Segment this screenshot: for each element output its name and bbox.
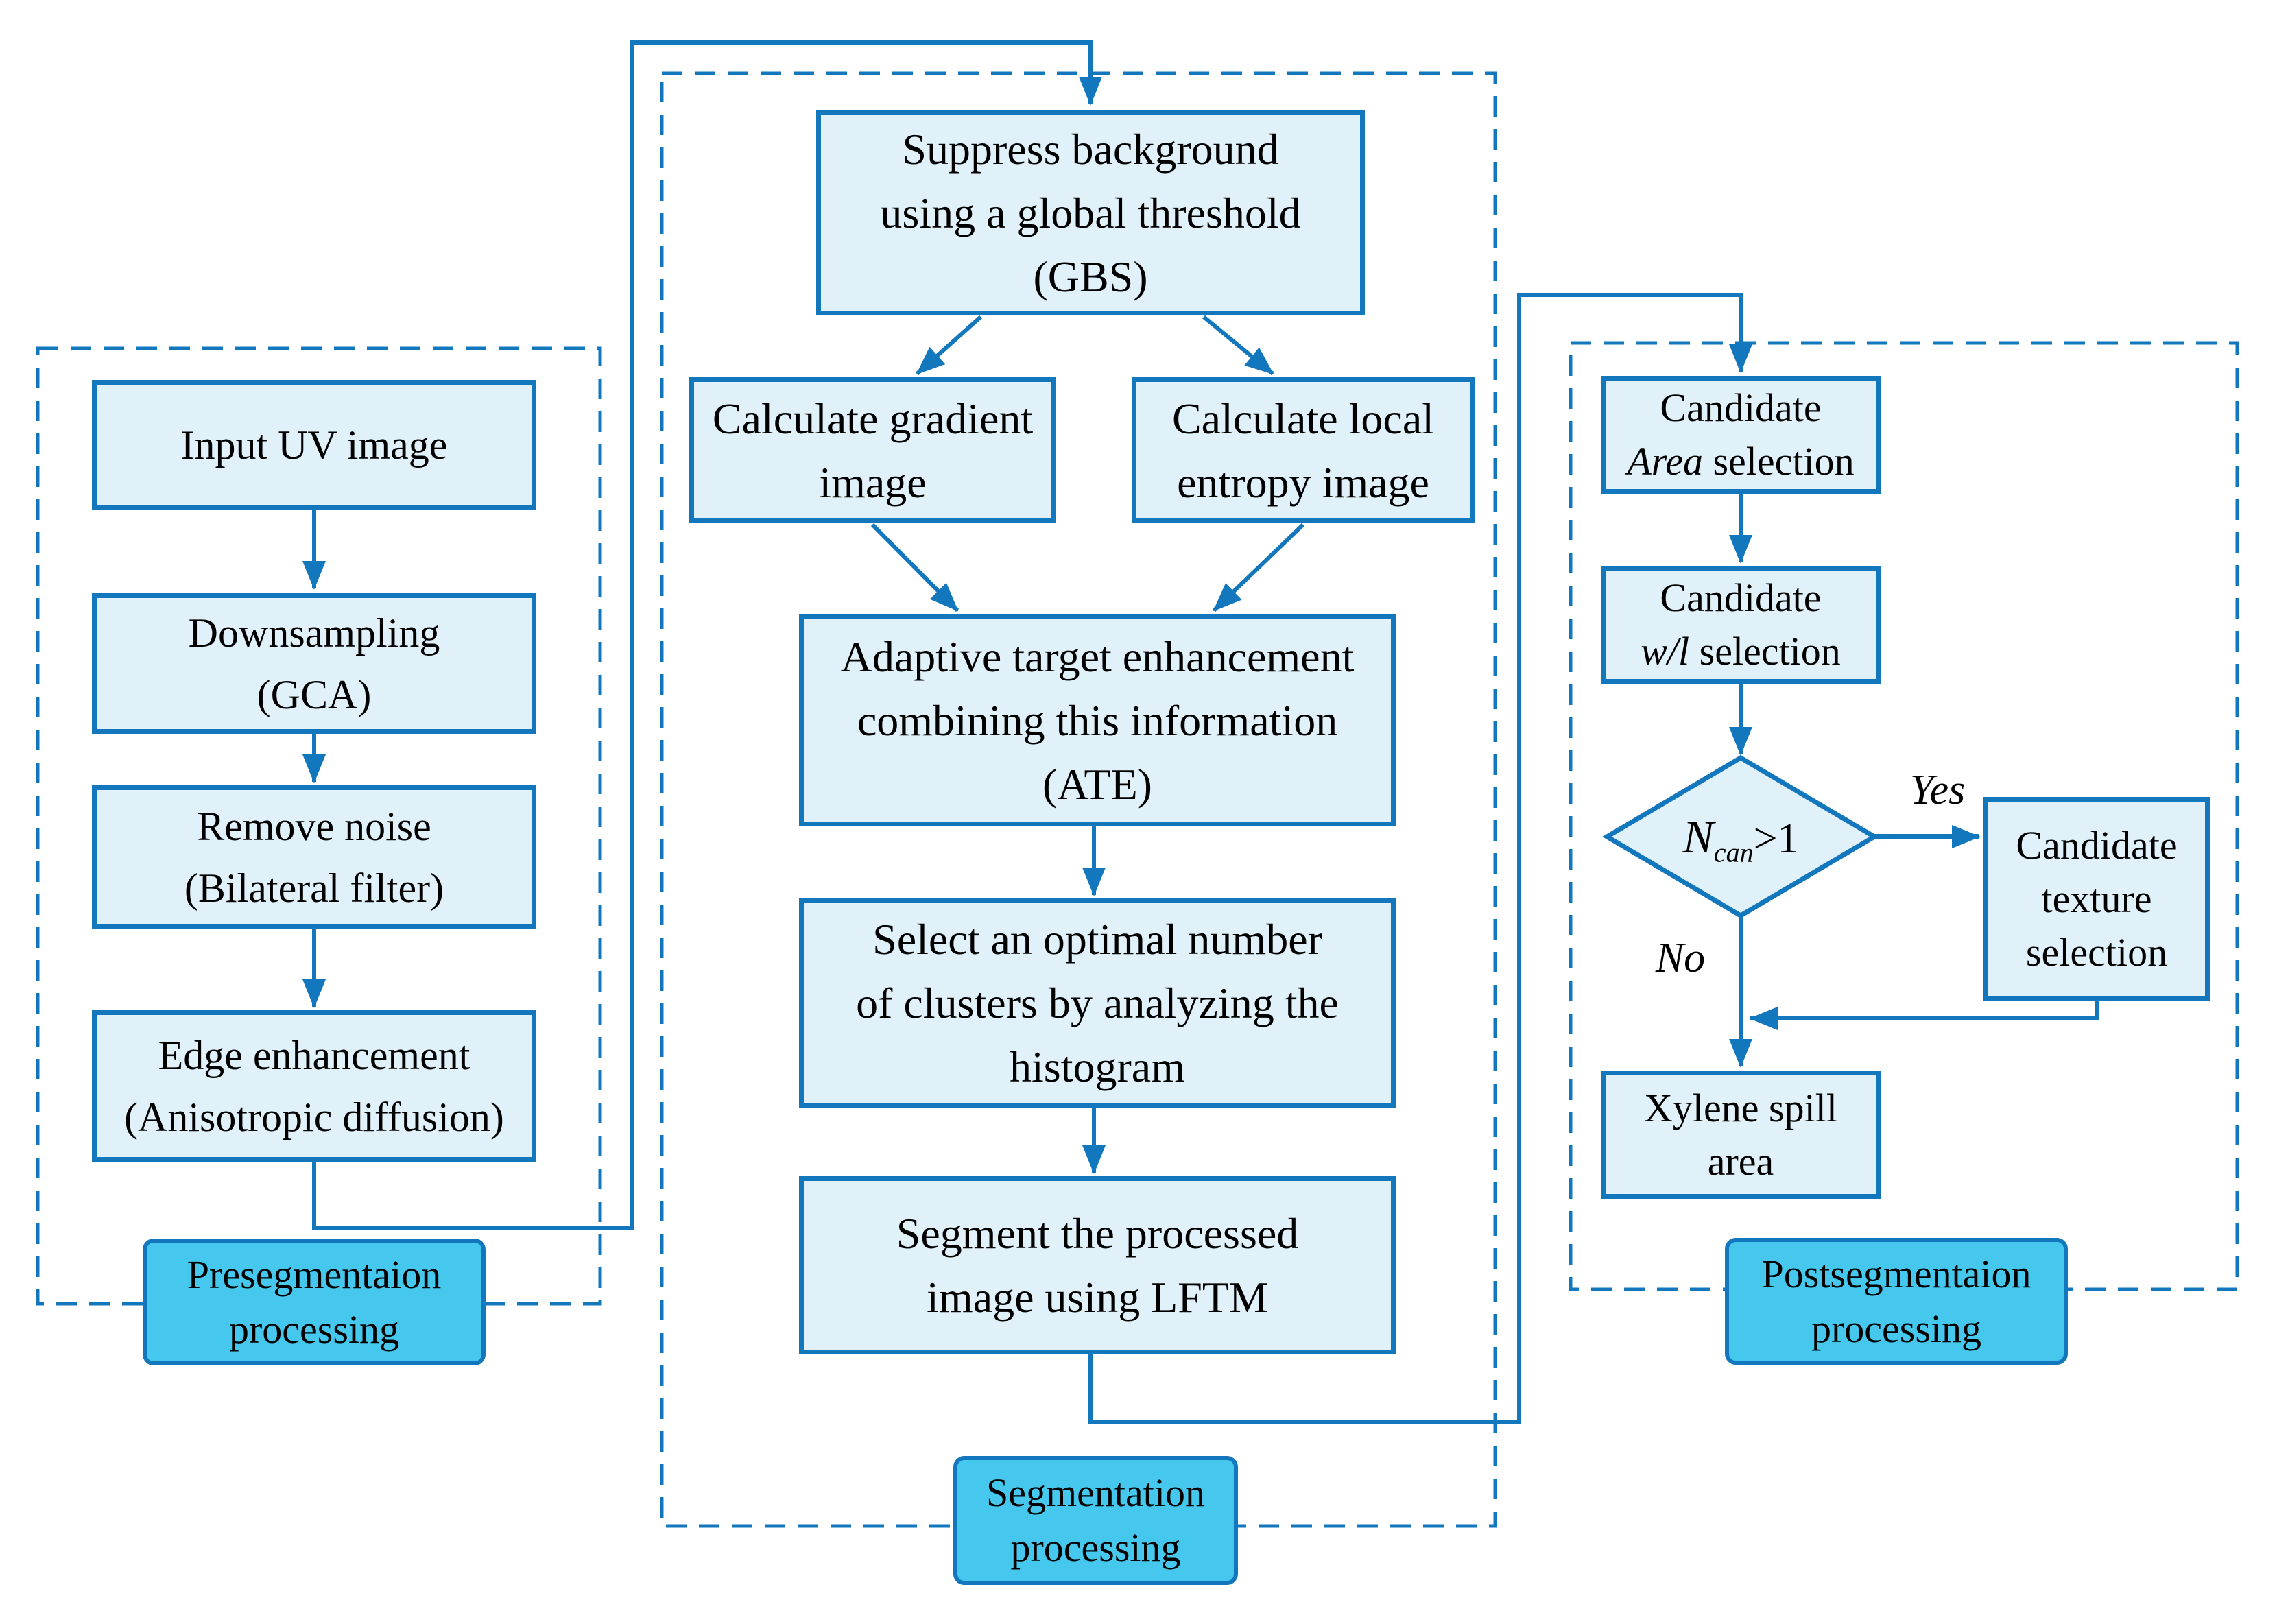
- no-text: No: [1655, 935, 1706, 981]
- arrow-gradient-to-ate: [870, 523, 959, 612]
- candidate-area-line2: Area selection: [1627, 435, 1854, 488]
- remove-noise-box: Remove noise (Bilateral filter): [92, 785, 536, 929]
- candidate-area-line1: Candidate: [1660, 385, 1822, 430]
- adaptive-target-enhancement-label: Adaptive target enhancement combining th…: [840, 632, 1355, 809]
- candidate-area-label: Candidate Area selection: [1627, 381, 1854, 488]
- downsampling-box: Downsampling (GCA): [92, 593, 536, 734]
- calculate-gradient-label: Calculate gradient image: [712, 394, 1034, 507]
- decision-diamond-label: Ncan>1: [1607, 758, 1874, 916]
- candidate-wl-line1: Candidate: [1660, 575, 1822, 620]
- arrow-entropy-to-ate: [1212, 523, 1305, 612]
- segmentation-badge: Segmentation processing: [953, 1456, 1238, 1585]
- xylene-spill-area-box: Xylene spill area: [1601, 1071, 1881, 1199]
- xylene-spill-area-label: Xylene spill area: [1644, 1085, 1837, 1184]
- connector-texture-to-no-line: [1749, 1001, 2099, 1030]
- no-label: No: [1636, 926, 1725, 991]
- arrow-gbs-to-gradient: [916, 315, 982, 376]
- candidate-wl-label: Candidate w/l selection: [1641, 571, 1841, 678]
- yes-label: Yes: [1883, 758, 1992, 823]
- candidate-wl-box: Candidate w/l selection: [1601, 566, 1881, 684]
- edge-enhancement-box: Edge enhancement (Anisotropic diffusion): [92, 1010, 536, 1162]
- decision-subscript: can: [1713, 836, 1754, 868]
- connector-lftm-to-candidate-area: [1088, 293, 1752, 1424]
- input-uv-image-box: Input UV image: [92, 380, 536, 510]
- decision-diamond-shape: [1602, 754, 1879, 919]
- downsampling-label: Downsampling (GCA): [188, 610, 440, 717]
- select-clusters-box: Select an optimal number of clusters by …: [799, 898, 1396, 1108]
- segment-lftm-label: Segment the processed image using LFTM: [896, 1209, 1299, 1322]
- candidate-area-rest: selection: [1702, 439, 1855, 483]
- decision-symbol: N: [1682, 810, 1714, 863]
- candidate-area-italic: Area: [1627, 439, 1703, 483]
- select-clusters-label: Select an optimal number of clusters by …: [856, 915, 1339, 1091]
- calculate-gradient-box: Calculate gradient image: [689, 377, 1056, 523]
- edge-enhancement-label: Edge enhancement (Anisotropic diffusion): [124, 1032, 504, 1140]
- decision-formula: Ncan>1: [1682, 810, 1799, 866]
- calculate-entropy-box: Calculate local entropy image: [1132, 377, 1475, 523]
- postsegmentation-badge-label: Postsegmentaion processing: [1761, 1251, 2031, 1351]
- arrow-gbs-to-entropy: [1202, 315, 1274, 376]
- decision-condition: >1: [1753, 815, 1799, 862]
- candidate-wl-italic: w/l: [1641, 629, 1690, 673]
- suppress-background-label: Suppress background using a global thres…: [880, 124, 1301, 301]
- input-uv-image-label: Input UV image: [180, 422, 448, 468]
- yes-text: Yes: [1909, 767, 1966, 813]
- presegmentation-badge: Presegmentaion processing: [143, 1239, 486, 1365]
- remove-noise-label: Remove noise (Bilateral filter): [184, 804, 444, 911]
- connector-presegmentation-to-gbs: [312, 40, 1102, 1230]
- segmentation-badge-label: Segmentation processing: [986, 1470, 1205, 1570]
- calculate-entropy-label: Calculate local entropy image: [1171, 394, 1435, 507]
- candidate-texture-label: Candidate texture selection: [2016, 823, 2178, 975]
- candidate-texture-box: Candidate texture selection: [1983, 797, 2210, 1001]
- adaptive-target-enhancement-box: Adaptive target enhancement combining th…: [799, 614, 1396, 826]
- candidate-wl-rest: selection: [1689, 629, 1841, 673]
- candidate-area-box: Candidate Area selection: [1601, 376, 1881, 494]
- postsegmentation-badge: Postsegmentaion processing: [1725, 1238, 2068, 1365]
- presegmentation-badge-label: Presegmentaion processing: [187, 1252, 442, 1352]
- segment-lftm-box: Segment the processed image using LFTM: [799, 1176, 1396, 1354]
- presegmentation-dashed-border: [36, 346, 602, 1306]
- suppress-background-box: Suppress background using a global thres…: [816, 110, 1365, 315]
- candidate-wl-line2: w/l selection: [1641, 625, 1841, 678]
